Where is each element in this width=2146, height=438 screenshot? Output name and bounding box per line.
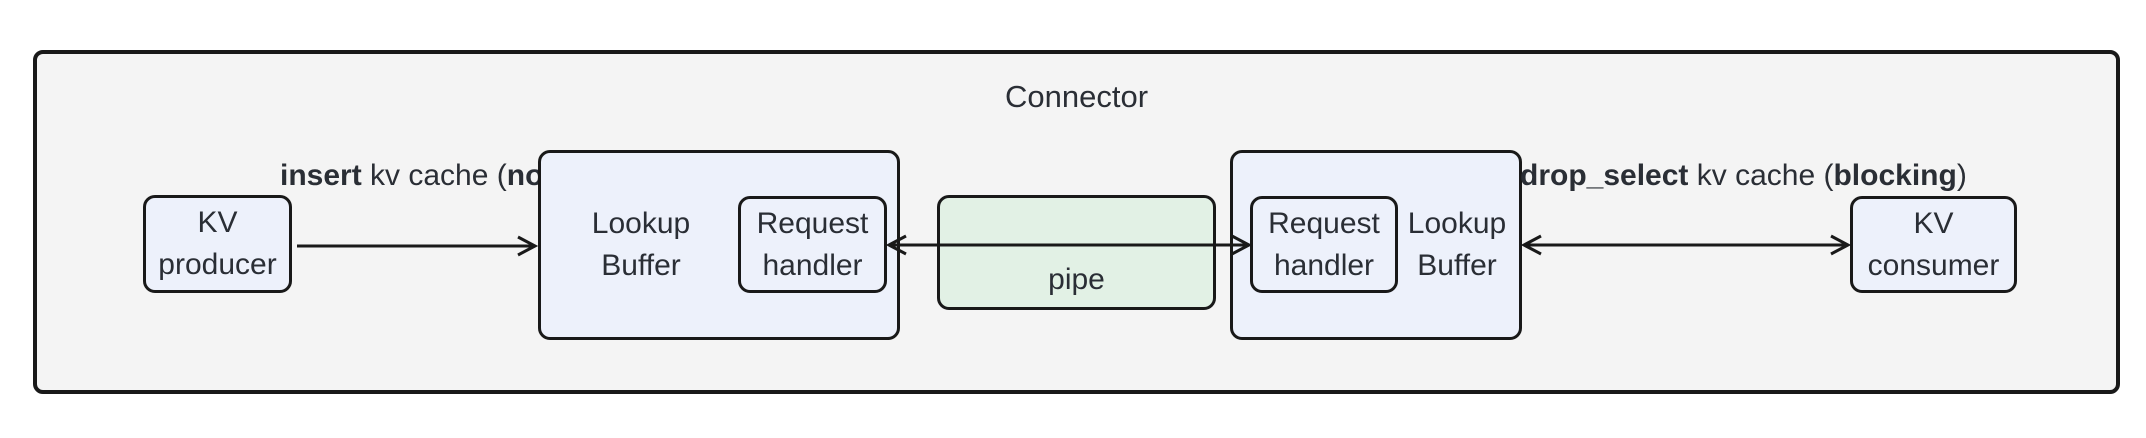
drop-select-paren-close: ) — [1956, 159, 1967, 192]
drop-select-suffix: kv cache — [1688, 159, 1816, 192]
lookup-buffer-left-node: Lookup Buffer — [538, 150, 900, 340]
request-handler-right-label-line1: Request — [1268, 206, 1380, 240]
insert-paren-open: ( — [496, 159, 507, 192]
request-handler-right-node: Request handler — [1250, 196, 1398, 293]
request-handler-right-label-line2: handler — [1273, 248, 1375, 282]
drop-select-mode: blocking — [1833, 159, 1957, 192]
request-handler-left-node: Request handler — [738, 196, 887, 293]
insert-edge-label: insert kv cache (non-blocking) — [280, 155, 705, 197]
lookup-buffer-left-label: Lookup Buffer — [541, 153, 741, 337]
lookup-buffer-left-label-line2: Buffer — [601, 249, 681, 282]
drop-select-edge-label-line2: (blocking) — [1823, 159, 1966, 192]
pipe-label: pipe — [1048, 263, 1105, 296]
lookup-buffer-left-label-line1: Lookup — [591, 207, 691, 240]
kv-consumer-label-line1: KV — [1913, 206, 1954, 240]
insert-suffix: kv cache — [361, 159, 489, 192]
drop-select-verb: drop_select — [1520, 159, 1689, 192]
kv-producer-label-line2: producer — [158, 248, 277, 281]
drop-select-edge-label-line1: drop_select kv cache — [1520, 159, 1815, 192]
request-handler-left-label-line1: Request — [756, 206, 869, 240]
drop-select-edge-label: drop_select kv cache (blocking) — [1520, 155, 1967, 197]
drop-select-paren-open: ( — [1823, 159, 1834, 192]
kv-producer-node: KV producer — [143, 195, 292, 293]
pipe-node: pipe — [937, 195, 1216, 310]
lookup-buffer-right-label-line1: Lookup — [1407, 207, 1507, 240]
connector-title: Connector — [1004, 79, 1149, 114]
insert-edge-label-line1: insert kv cache — [280, 159, 488, 192]
lookup-buffer-right-label: Lookup Buffer — [1395, 153, 1519, 337]
lookup-buffer-right-label-line2: Buffer — [1417, 249, 1497, 282]
kv-consumer-label-line2: consumer — [1867, 248, 2000, 282]
kv-consumer-node: KV consumer — [1850, 196, 2017, 293]
kv-producer-label-line1: KV — [197, 206, 238, 239]
insert-verb: insert — [280, 159, 362, 192]
request-handler-left-label-line2: handler — [762, 248, 863, 282]
